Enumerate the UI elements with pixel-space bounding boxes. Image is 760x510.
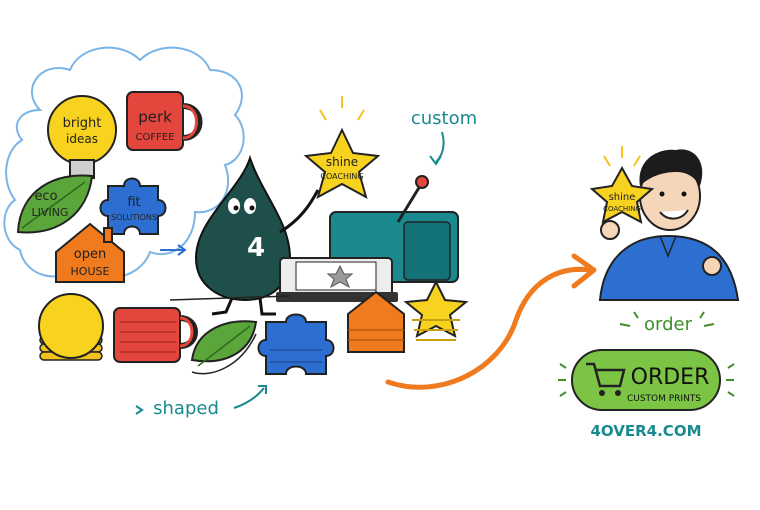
customer-star-text-2: COACHING bbox=[603, 205, 641, 213]
orange-arrow-icon bbox=[385, 253, 597, 390]
order-button-sublabel: CUSTOM PRINTS bbox=[627, 394, 701, 404]
leaf-icon: eco LIVING bbox=[16, 174, 94, 234]
cloud-arrow-icon bbox=[160, 244, 187, 256]
mug-stack bbox=[113, 307, 198, 363]
puzzle-stack bbox=[257, 313, 335, 375]
order-button[interactable]: ORDER CUSTOM PRINTS bbox=[558, 349, 735, 411]
bulb-text-2: ideas bbox=[66, 132, 98, 146]
mug-text-2: COFFEE bbox=[136, 132, 175, 143]
ink-drop-mascot: 4 bbox=[194, 154, 320, 316]
house-text-2: HOUSE bbox=[71, 265, 110, 278]
puzzle-icon: fit SOLUTIONS bbox=[99, 177, 167, 235]
mug-text-1: perk bbox=[138, 108, 172, 126]
star-stack bbox=[403, 279, 469, 341]
customer-star-icon: shine COACHING bbox=[589, 146, 655, 224]
puzzle-text-1: fit bbox=[127, 195, 140, 210]
bulb-stack bbox=[38, 293, 104, 361]
house-icon: open HOUSE bbox=[55, 222, 125, 283]
press-machine bbox=[276, 175, 459, 302]
order-label: order bbox=[644, 314, 693, 335]
custom-arrow-icon bbox=[429, 131, 445, 166]
mascot-badge: 4 bbox=[247, 233, 265, 263]
thought-cloud bbox=[3, 46, 245, 279]
bulb-text-1: bright bbox=[63, 116, 102, 131]
floor-line bbox=[169, 295, 291, 301]
leaf-stack bbox=[190, 320, 258, 375]
order-button-label: ORDER bbox=[631, 365, 710, 390]
held-star-icon: shine COACHING bbox=[303, 96, 381, 200]
house-text-1: open bbox=[74, 247, 106, 262]
order-sparkle-icon bbox=[619, 311, 715, 327]
website-link[interactable]: 4OVER4.COM bbox=[590, 422, 701, 440]
shaped-label: shaped bbox=[153, 398, 219, 419]
customer-star-text-1: shine bbox=[609, 192, 636, 203]
customer-person bbox=[598, 149, 740, 301]
shaped-arrow-icon bbox=[135, 385, 267, 415]
custom-label: custom bbox=[411, 108, 477, 129]
puzzle-text-2: SOLUTIONS bbox=[111, 213, 157, 222]
held-star-text-1: shine bbox=[326, 155, 358, 169]
leaf-text-1: eco bbox=[34, 189, 57, 204]
house-stack bbox=[347, 290, 405, 353]
bulb-icon: bright ideas bbox=[47, 95, 117, 179]
held-star-text-2: COACHING bbox=[320, 172, 363, 181]
mug-icon: perk COFFEE bbox=[126, 91, 203, 151]
cart-icon bbox=[586, 362, 626, 396]
leaf-text-2: LIVING bbox=[32, 206, 69, 219]
